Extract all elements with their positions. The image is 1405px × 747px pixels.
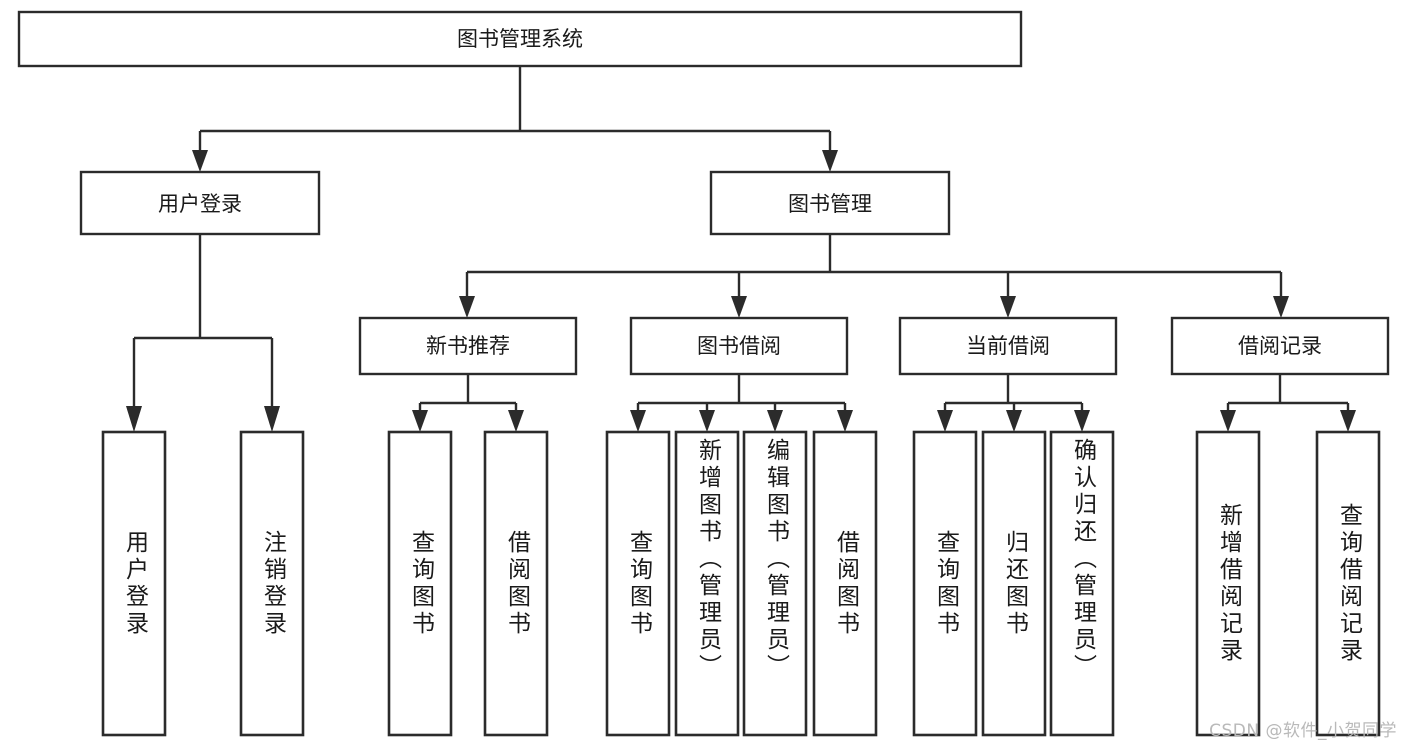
arrow-leaf-bb-query (630, 410, 646, 432)
node-root-system-box[interactable] (17, 10, 1023, 68)
node-root-system[interactable]: 图书管理系统 (17, 10, 1023, 68)
node-current-borrow-box[interactable] (898, 316, 1118, 376)
leaf-box-br-query-record[interactable] (1315, 430, 1381, 737)
arrow-to-borrow-record (1273, 296, 1289, 318)
arrow-leaf-nb-borrow (508, 410, 524, 432)
node-book-borrow-label: 图书借阅 (697, 334, 781, 358)
node-borrow-record-label: 借阅记录 (1238, 334, 1322, 358)
node-book-management[interactable]: 图书管理 (709, 170, 951, 236)
arrow-leaf-cb-query (937, 410, 953, 432)
leaf-box-bb-edit-book[interactable] (742, 430, 808, 737)
connector-bookmanage-to-level3 (459, 234, 1289, 318)
arrow-leaf-bb-edit (767, 410, 783, 432)
leaf-box-bb-query-book[interactable] (605, 430, 671, 737)
node-user-login[interactable]: 用户登录 (79, 170, 321, 236)
node-book-borrow[interactable]: 图书借阅 (629, 316, 849, 376)
connector-root-to-level2 (192, 66, 838, 172)
leaf-boxes-group (101, 430, 1381, 737)
node-root-system-label: 图书管理系统 (457, 27, 583, 51)
node-current-borrow[interactable]: 当前借阅 (898, 316, 1118, 376)
node-current-borrow-label: 当前借阅 (966, 334, 1050, 358)
leaf-box-nb-borrow-book[interactable] (483, 430, 549, 737)
arrow-leaf-user-login (126, 406, 142, 432)
connector-bookborrow-to-leaves (630, 374, 853, 432)
arrow-leaf-bb-borrow (837, 410, 853, 432)
node-book-management-label: 图书管理 (788, 192, 872, 216)
connector-borrowrecord-to-leaves (1220, 374, 1356, 432)
node-book-borrow-box[interactable] (629, 316, 849, 376)
arrow-leaf-cb-return (1006, 410, 1022, 432)
arrow-to-user-login (192, 150, 208, 172)
connector-currentborrow-to-leaves (937, 374, 1090, 432)
leaf-box-br-add-record[interactable] (1195, 430, 1261, 737)
node-user-login-label: 用户登录 (158, 192, 242, 216)
leaf-box-bb-borrow-book[interactable] (812, 430, 878, 737)
leaf-box-cb-confirm-return[interactable] (1049, 430, 1115, 737)
leaf-box-nb-query-book[interactable] (387, 430, 453, 737)
arrow-to-book-borrow (731, 296, 747, 318)
arrow-leaf-bb-add (699, 410, 715, 432)
node-new-book-recommend-label: 新书推荐 (426, 334, 510, 358)
leaf-box-user-login[interactable] (101, 430, 167, 737)
connector-newbook-to-leaves (412, 374, 524, 432)
leaf-box-cb-query-book[interactable] (912, 430, 978, 737)
arrow-to-current-borrow (1000, 296, 1016, 318)
arrow-leaf-br-query (1340, 410, 1356, 432)
connector-userlogin-to-leaves (126, 234, 280, 432)
arrow-leaf-cb-confirm (1074, 410, 1090, 432)
arrow-leaf-logout (264, 406, 280, 432)
arrow-to-book-manage (822, 150, 838, 172)
node-user-login-box[interactable] (79, 170, 321, 236)
node-new-book-recommend[interactable]: 新书推荐 (358, 316, 578, 376)
node-borrow-record[interactable]: 借阅记录 (1170, 316, 1390, 376)
node-borrow-record-box[interactable] (1170, 316, 1390, 376)
arrow-leaf-nb-query (412, 410, 428, 432)
leaf-box-logout[interactable] (239, 430, 305, 737)
arrow-leaf-br-add (1220, 410, 1236, 432)
leaf-box-cb-return-book[interactable] (981, 430, 1047, 737)
leaf-box-bb-add-book[interactable] (674, 430, 740, 737)
arrow-to-new-book (459, 296, 475, 318)
